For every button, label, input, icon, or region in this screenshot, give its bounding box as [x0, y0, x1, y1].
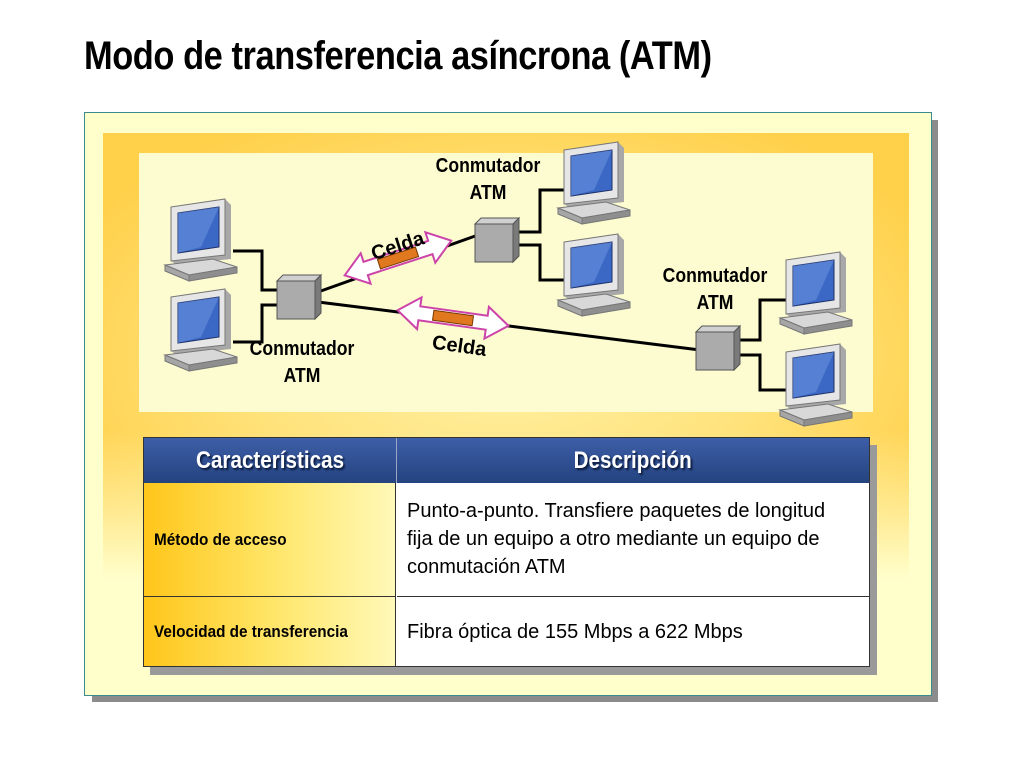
switch-label-left: Conmutador ATM	[249, 338, 355, 387]
computer-icon	[164, 198, 238, 282]
table-row-description: Fibra óptica de 155 Mbps a 622 Mbps	[397, 597, 869, 666]
page-title: Modo de transferencia asíncrona (ATM)	[84, 34, 712, 78]
column-header-features: Características	[144, 438, 397, 483]
computer-icon	[779, 251, 853, 335]
features-table: Características Descripción Método de ac…	[143, 437, 870, 667]
computer-icon	[164, 288, 238, 372]
switch-label-right: Conmutador ATM	[662, 265, 768, 314]
table-row-feature: Velocidad de transferencia	[144, 597, 396, 666]
cell-arrow-upper	[343, 230, 453, 286]
atm-switch-icon	[276, 274, 322, 320]
cell-arrow-lower	[395, 295, 511, 341]
switch-label-top: Conmutador ATM	[435, 155, 541, 204]
column-header-description: Descripción	[397, 438, 869, 483]
computer-icon	[557, 141, 631, 225]
computer-icon	[779, 343, 853, 427]
table-row-feature: Método de acceso	[144, 483, 396, 597]
cell-label-lower: Celda	[431, 332, 489, 361]
atm-switch-icon	[695, 325, 741, 371]
atm-switch-icon	[474, 217, 520, 263]
table-row-description: Punto-a-punto. Transfiere paquetes de lo…	[397, 483, 869, 597]
computer-icon	[557, 233, 631, 317]
